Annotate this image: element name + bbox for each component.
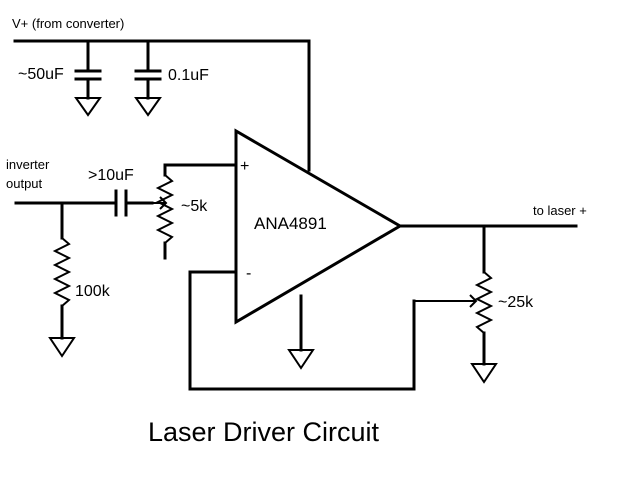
- potentiometer-feedback: [414, 224, 498, 384]
- opamp-part-label: ANA4891: [254, 214, 327, 233]
- input-label-line2: output: [6, 176, 43, 191]
- capacitor-bypass: [134, 39, 162, 117]
- capacitor-bypass-label: 0.1uF: [168, 67, 209, 84]
- potentiometer-input-label: ~5k: [181, 198, 208, 215]
- capacitor-bulk: [74, 39, 102, 117]
- input-label-line1: inverter: [6, 157, 50, 172]
- opamp-plus-label: +: [240, 158, 249, 175]
- capacitor-bulk-label: ~50uF: [18, 66, 64, 83]
- output-label: to laser +: [533, 203, 587, 218]
- capacitor-coupling-label: >10uF: [88, 167, 134, 184]
- potentiometer-input: [152, 163, 238, 260]
- potentiometer-feedback-label: ~25k: [498, 294, 534, 311]
- supply-rail: [13, 39, 311, 172]
- capacitor-coupling: [114, 189, 154, 217]
- opamp-ground: [287, 294, 315, 370]
- feedback-wire: [188, 270, 416, 391]
- resistor-100k: [48, 201, 76, 358]
- opamp: [234, 128, 403, 325]
- opamp-minus-label: -: [246, 265, 251, 282]
- supply-label: V+ (from converter): [12, 16, 124, 31]
- resistor-100k-label: 100k: [75, 283, 111, 300]
- diagram-title: Laser Driver Circuit: [148, 417, 380, 447]
